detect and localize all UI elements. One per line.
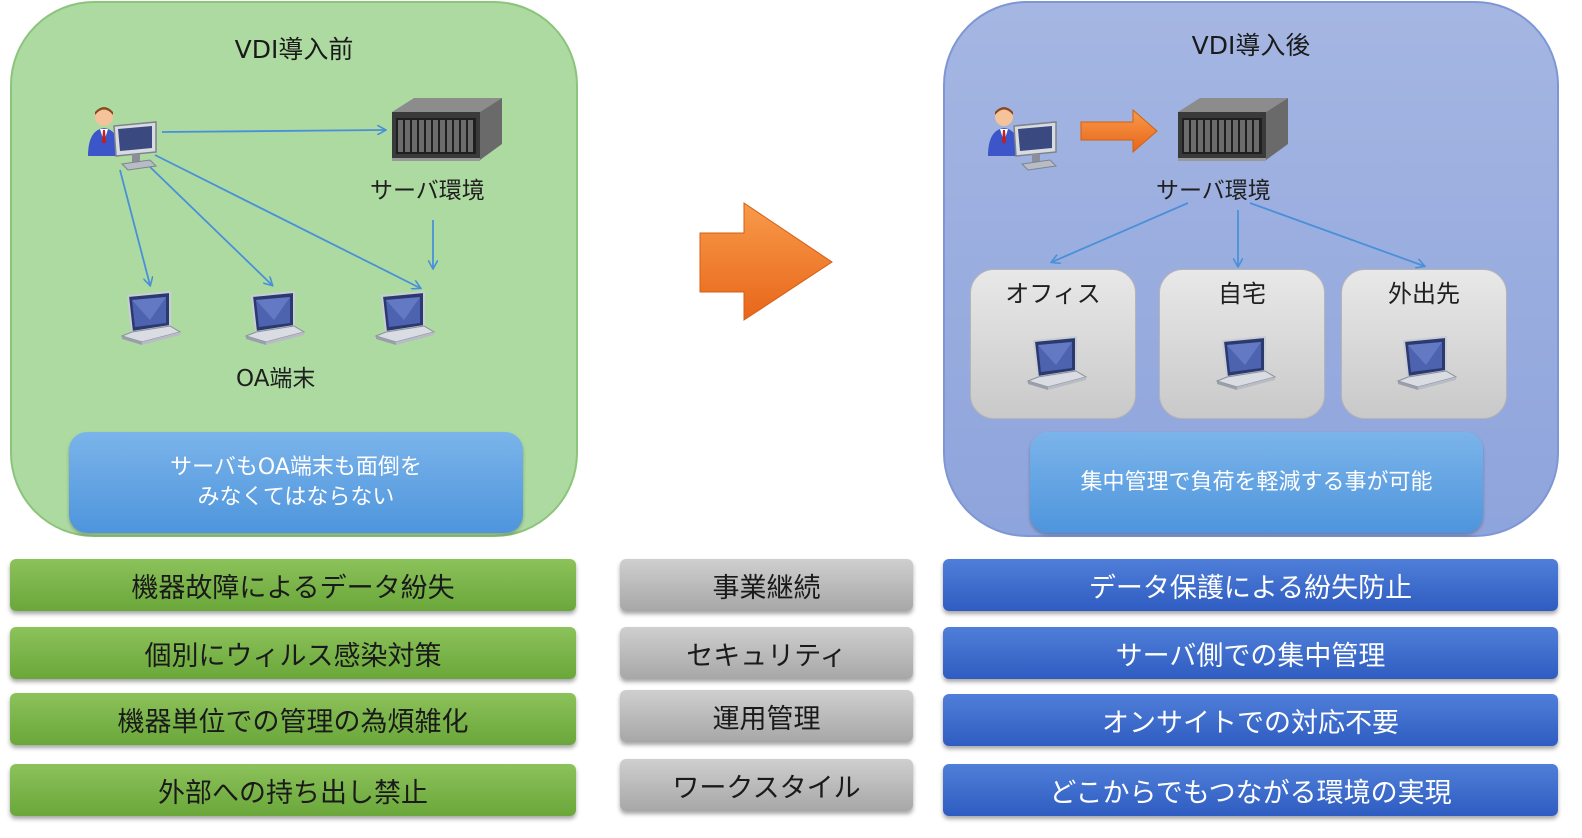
- after-note-text: 集中管理で負荷を軽減する事が可能: [1080, 469, 1433, 495]
- laptop-icon: [1027, 336, 1087, 391]
- user-at-pc-icon: [87, 106, 157, 171]
- right-arrow-icon: [699, 202, 833, 321]
- connector-server-to-outside: [1249, 202, 1424, 266]
- after-server-label: サーバ環境: [1156, 178, 1271, 204]
- laptop-icon: [1397, 336, 1457, 391]
- after-point-business-continuity: データ保護による紛失防止: [943, 559, 1558, 611]
- after-point-workstyle: どこからでもつながる環境の実現: [943, 764, 1558, 816]
- after-note-box: 集中管理で負荷を軽減する事が可能: [1030, 432, 1483, 533]
- location-label-outside: 外出先: [1388, 280, 1460, 308]
- location-label-home: 自宅: [1218, 280, 1266, 308]
- laptop-icon: [1216, 336, 1276, 391]
- before-point-business-continuity: 機器故障によるデータ紛失: [10, 559, 576, 611]
- before-note-box: サーバもOA端末も面倒を みなくてはならない: [69, 432, 523, 533]
- user-at-pc-icon: [987, 106, 1057, 171]
- category-security: セキュリティ: [620, 627, 913, 679]
- server-rack-icon: [1178, 98, 1288, 161]
- after-point-security: サーバ側での集中管理: [943, 627, 1558, 679]
- category-business-continuity: 事業継続: [620, 559, 913, 611]
- before-note-text: サーバもOA端末も面倒を みなくてはならない: [170, 454, 422, 510]
- before-point-workstyle: 外部への持ち出し禁止: [10, 764, 576, 816]
- connector-user-to-server: [161, 130, 385, 132]
- before-panel-title: VDI導入前: [234, 35, 354, 64]
- laptop-icon: [121, 291, 181, 346]
- oa-terminal-label: OA端末: [236, 366, 316, 392]
- after-panel-title: VDI導入後: [1191, 31, 1311, 60]
- connector-server-to-office: [1052, 202, 1189, 262]
- right-arrow-icon: [1080, 108, 1158, 154]
- connector-user-to-terminal-3: [154, 154, 420, 288]
- after-point-operations: オンサイトでの対応不要: [943, 694, 1558, 746]
- server-rack-icon: [392, 98, 502, 161]
- category-workstyle: ワークスタイル: [620, 759, 913, 811]
- connector-user-to-terminal-2: [147, 164, 272, 285]
- category-operations: 運用管理: [620, 690, 913, 742]
- before-point-security: 個別にウィルス感染対策: [10, 627, 576, 679]
- before-point-operations: 機器単位での管理の為煩雑化: [10, 693, 576, 745]
- before-server-label: サーバ環境: [370, 178, 485, 204]
- laptop-icon: [245, 291, 305, 346]
- laptop-icon: [375, 291, 435, 346]
- location-label-office: オフィス: [1005, 280, 1101, 308]
- connector-user-to-terminal-1: [119, 169, 150, 285]
